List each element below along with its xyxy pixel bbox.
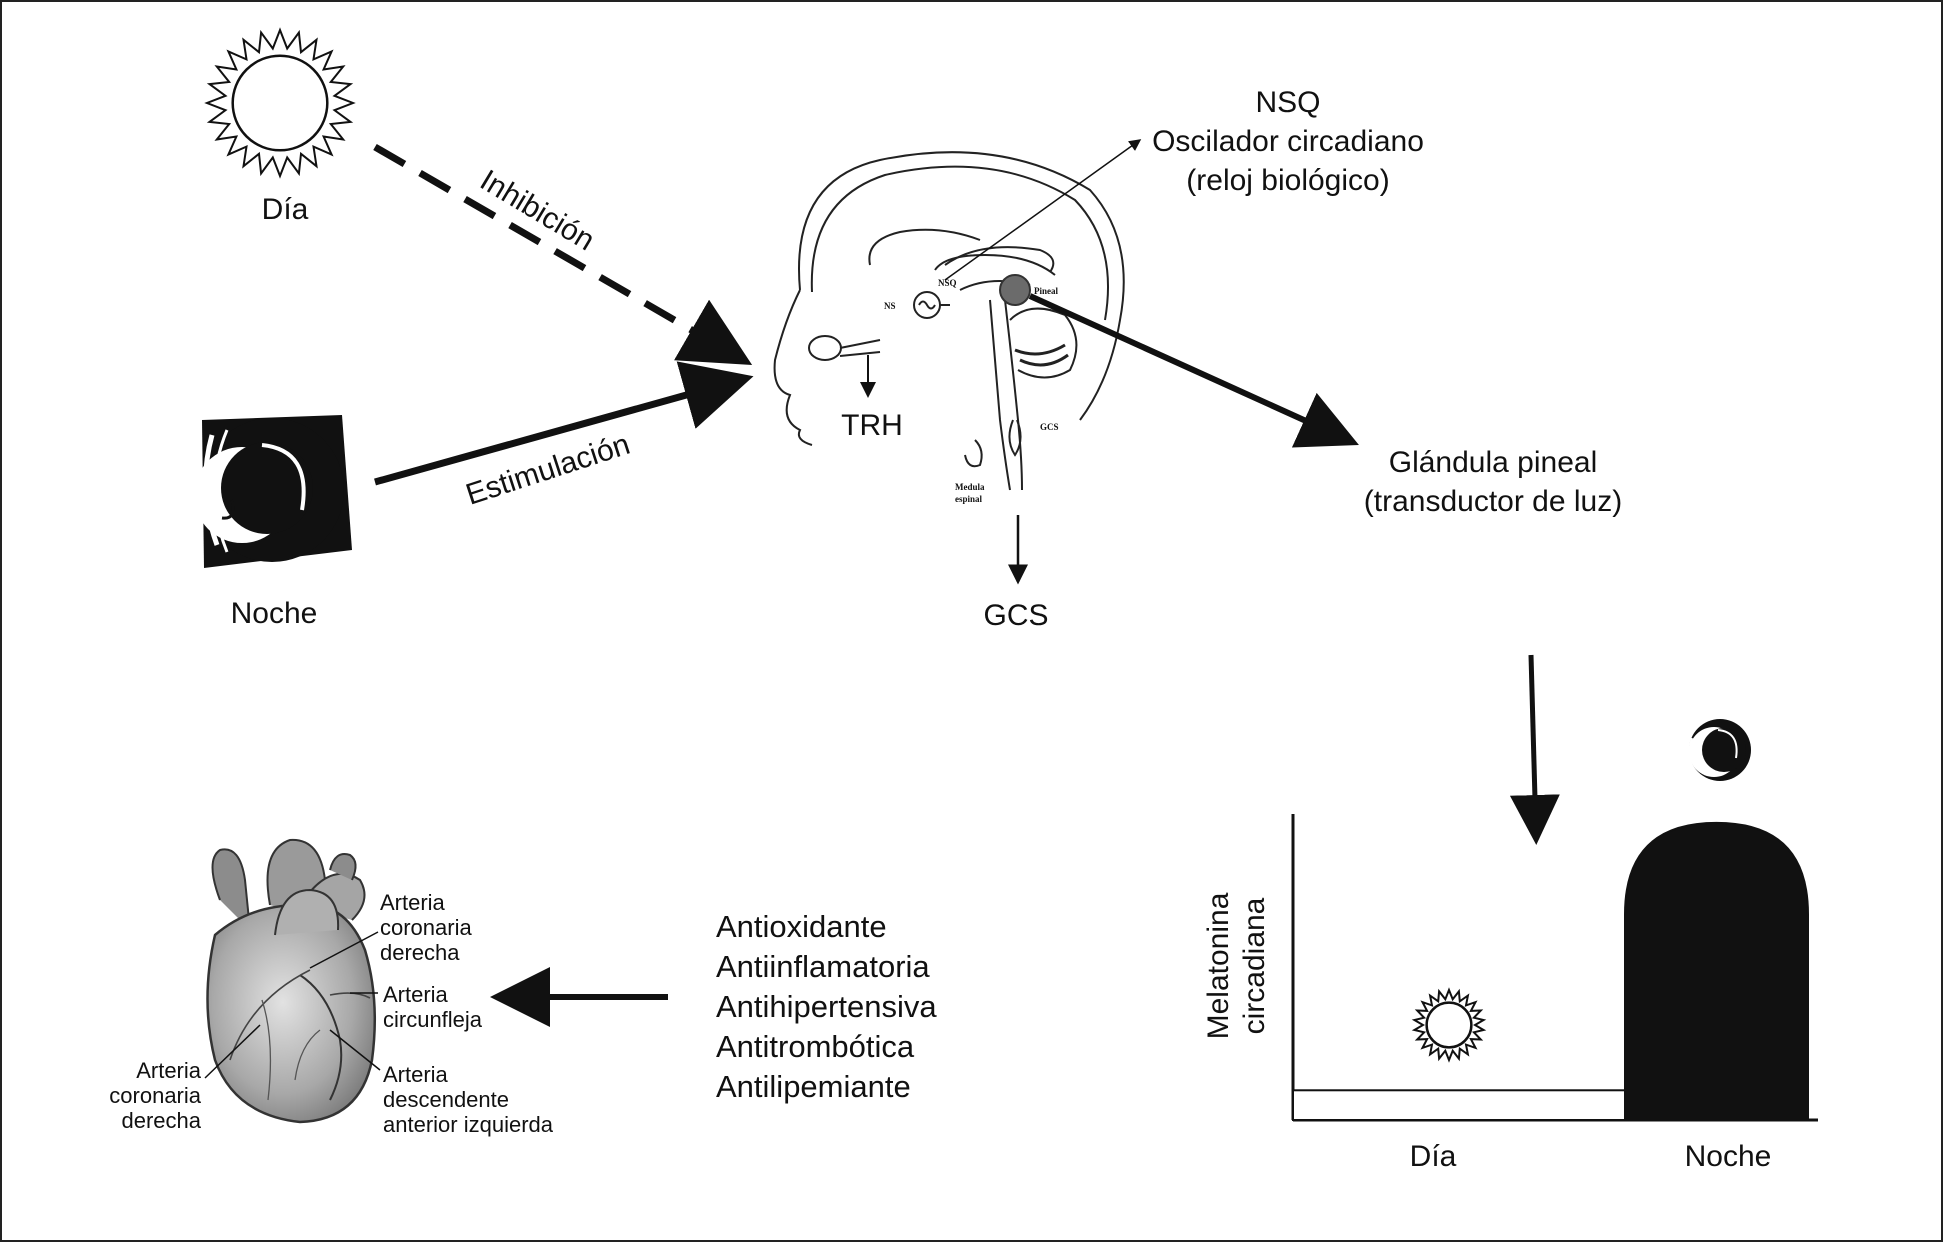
effect-item: Antilipemiante [716,1069,911,1104]
nsq-line-1: NSQ [1255,86,1320,119]
chart-tick-dia: Día [1410,1140,1457,1173]
day-label: Día [262,193,309,226]
label-lad-3: anterior izquierda [383,1112,554,1137]
leader-rca-top [309,931,379,969]
effects-list: Antioxidante Antiinflamatoria Antihipert… [716,909,937,1104]
brain-label-ns: NS [884,301,896,311]
chart-ylabel: Melatonina circadiana [1202,892,1271,1039]
pineal-label: Glándula pineal (transductor de luz) [1364,446,1622,518]
nsq-line-2: Oscilador circadiano [1152,125,1424,158]
pineal-to-chart-arrow [1509,654,1560,845]
stimulation-label: Estimulación [462,428,634,512]
gcs-label: GCS [983,599,1048,632]
brain-label-pineal: Pineal [1034,286,1058,296]
pineal-arrow [1028,293,1359,448]
label-circumflex: Arteria circunfleja [383,982,483,1032]
stimulation-arrow [374,361,754,486]
pineal-line-2: (transductor de luz) [1364,485,1622,518]
nsq-label: NSQ Oscilador circadiano (reloj biológic… [1152,86,1424,197]
label-lad: Arteria descendente anterior izquierda [383,1062,554,1137]
label-rca-top-2: coronaria [380,915,472,940]
label-rca-top: Arteria coronaria derecha [380,890,472,965]
chart-moon-icon [1688,719,1751,781]
nsq-pointer-arrow [944,139,1142,281]
brain-sagittal-section [757,145,1133,520]
melatonin-chart: Melatonina circadiana Día Noche [1202,719,1818,1173]
leader-lad [329,1029,381,1071]
sun-disc [1425,1001,1473,1049]
nsq-line-3: (reloj biológico) [1186,164,1389,197]
effect-item: Antiinflamatoria [716,949,930,984]
sun-icon [204,27,356,179]
brain-label-nsq: NSQ [938,278,957,288]
chart-sun-icon [1411,987,1487,1063]
moon-icon [194,415,352,568]
brain-label-gcs: GCS [1040,422,1059,432]
label-rca-left: Arteria coronaria derecha [109,1058,201,1133]
leader-rca-left [204,1024,261,1079]
bar-dia [1292,1089,1626,1122]
chart-tick-noche: Noche [1685,1140,1772,1173]
chart-ylabel-line-1: Melatonina [1202,892,1235,1039]
label-rca-top-3: derecha [380,940,460,965]
inhibition-arrow [373,143,753,366]
effect-item: Antitrombótica [716,1029,915,1064]
label-rca-top-1: Arteria [380,890,446,915]
label-circumflex-2: circunfleja [383,1007,483,1032]
pineal-line-1: Glándula pineal [1389,446,1598,479]
label-lad-1: Arteria [383,1062,449,1087]
night-label: Noche [231,597,318,630]
brain-label-medula-1: Medula [955,482,985,492]
brain-label-medula-2: espinal [955,494,983,504]
label-lad-2: descendente [383,1087,509,1112]
effect-item: Antioxidante [716,909,887,944]
label-rca-left-1: Arteria [136,1058,202,1083]
trh-label: TRH [841,409,903,442]
label-rca-left-2: coronaria [109,1083,201,1108]
chart-ylabel-line-2: circadiana [1238,897,1271,1034]
label-rca-left-3: derecha [121,1108,201,1133]
sun-disc [231,54,329,152]
effect-item: Antihipertensiva [716,989,937,1024]
label-circumflex-1: Arteria [383,982,449,1007]
bar-noche [1624,821,1809,1121]
heart-illustration [206,838,377,1124]
